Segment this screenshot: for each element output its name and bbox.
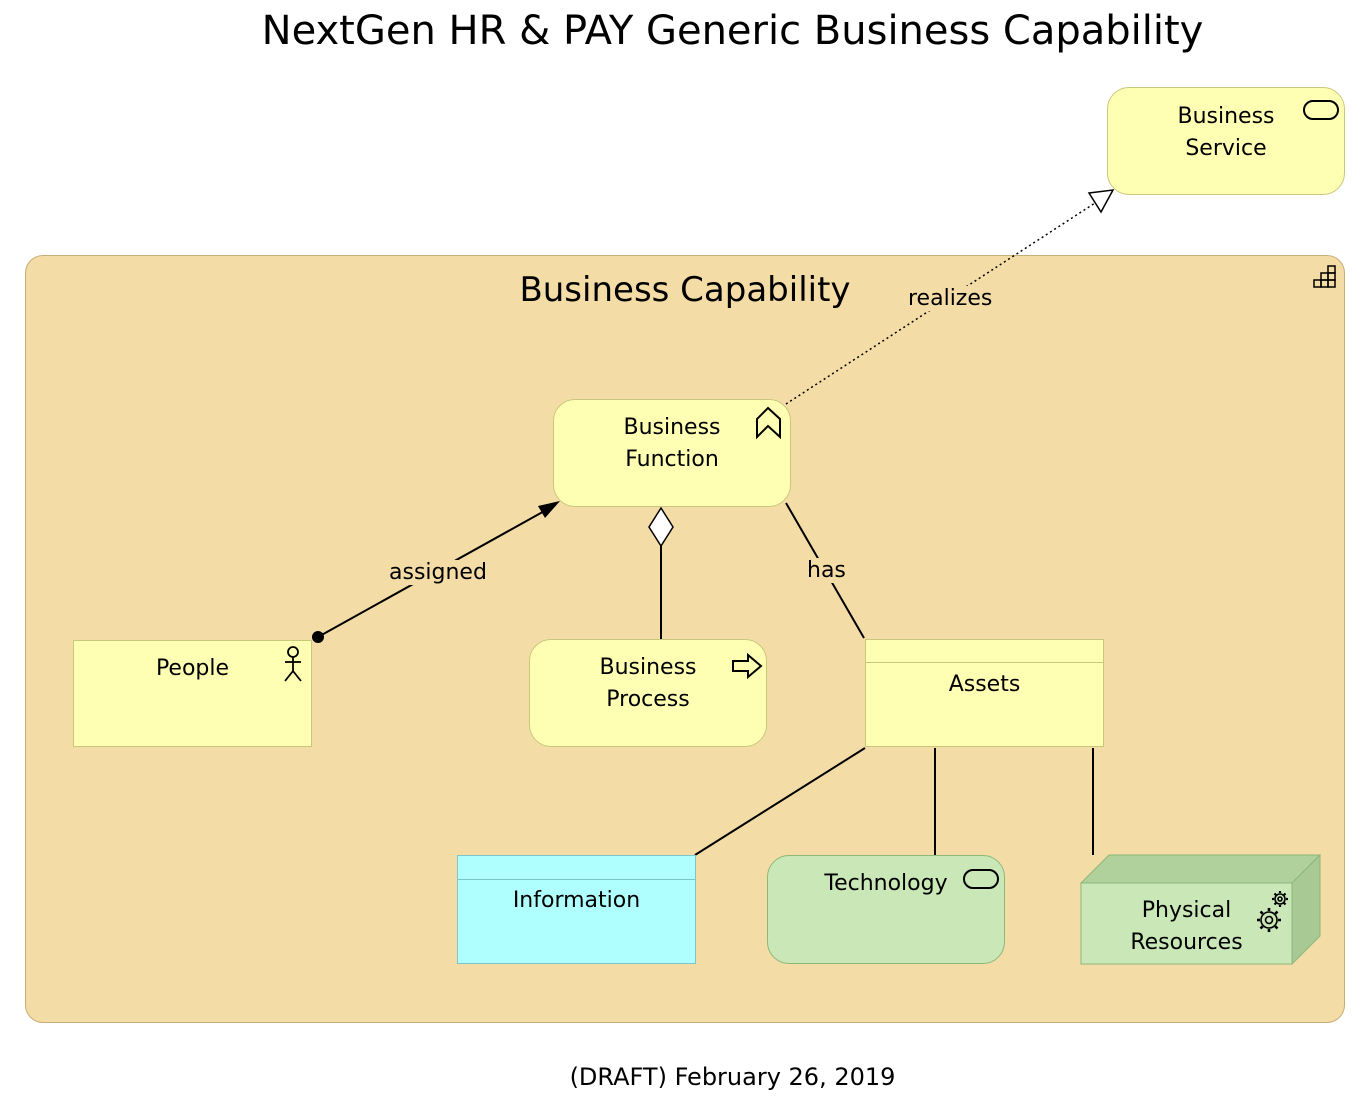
information-header-divider	[457, 879, 696, 880]
people-label: People	[155, 656, 230, 681]
draft-date-note: (DRAFT) February 26, 2019	[569, 1063, 896, 1091]
business-process-node[interactable]: Business Process	[529, 639, 767, 747]
realizes-label: realizes	[905, 286, 996, 311]
assets-label: Assets	[948, 672, 1021, 697]
business-service-label: Business Service	[1177, 104, 1275, 161]
realization-arrowhead	[1087, 189, 1115, 214]
business-process-label: Business Process	[599, 655, 697, 712]
business-capability-label: Business Capability	[519, 270, 851, 310]
people-node[interactable]: People	[73, 640, 312, 747]
business-function-node[interactable]: Business Function	[553, 399, 791, 507]
assignment-dot	[312, 631, 324, 643]
has-label: has	[804, 558, 849, 583]
physical-resources-label: Physical Resources	[1130, 898, 1243, 955]
technology-node[interactable]: Technology	[767, 855, 1005, 964]
process-arrow-icon	[732, 653, 763, 679]
technology-label: Technology	[824, 871, 948, 896]
information-label: Information	[512, 888, 641, 913]
gears-icon	[1257, 891, 1288, 932]
service-icon	[1303, 100, 1339, 120]
physical-resources-node[interactable]: Physical Resources	[1081, 883, 1292, 964]
function-icon	[756, 406, 781, 440]
assigned-label: assigned	[386, 560, 490, 585]
capability-icon	[1313, 265, 1336, 288]
assignment-arrowhead	[538, 501, 560, 518]
physical-resources-box	[1080, 854, 1322, 966]
assets-information-connector	[694, 747, 866, 856]
business-function-label: Business Function	[623, 415, 721, 472]
information-node[interactable]: Information	[457, 855, 696, 964]
assets-header-divider	[865, 662, 1104, 663]
assets-node[interactable]: Assets	[865, 639, 1104, 747]
diagram-title: NextGen HR & PAY Generic Business Capabi…	[261, 8, 1204, 54]
technology-service-icon	[963, 869, 999, 889]
realizes-connector	[785, 202, 1096, 405]
actor-icon	[284, 646, 302, 682]
composition-diamond	[648, 506, 674, 548]
